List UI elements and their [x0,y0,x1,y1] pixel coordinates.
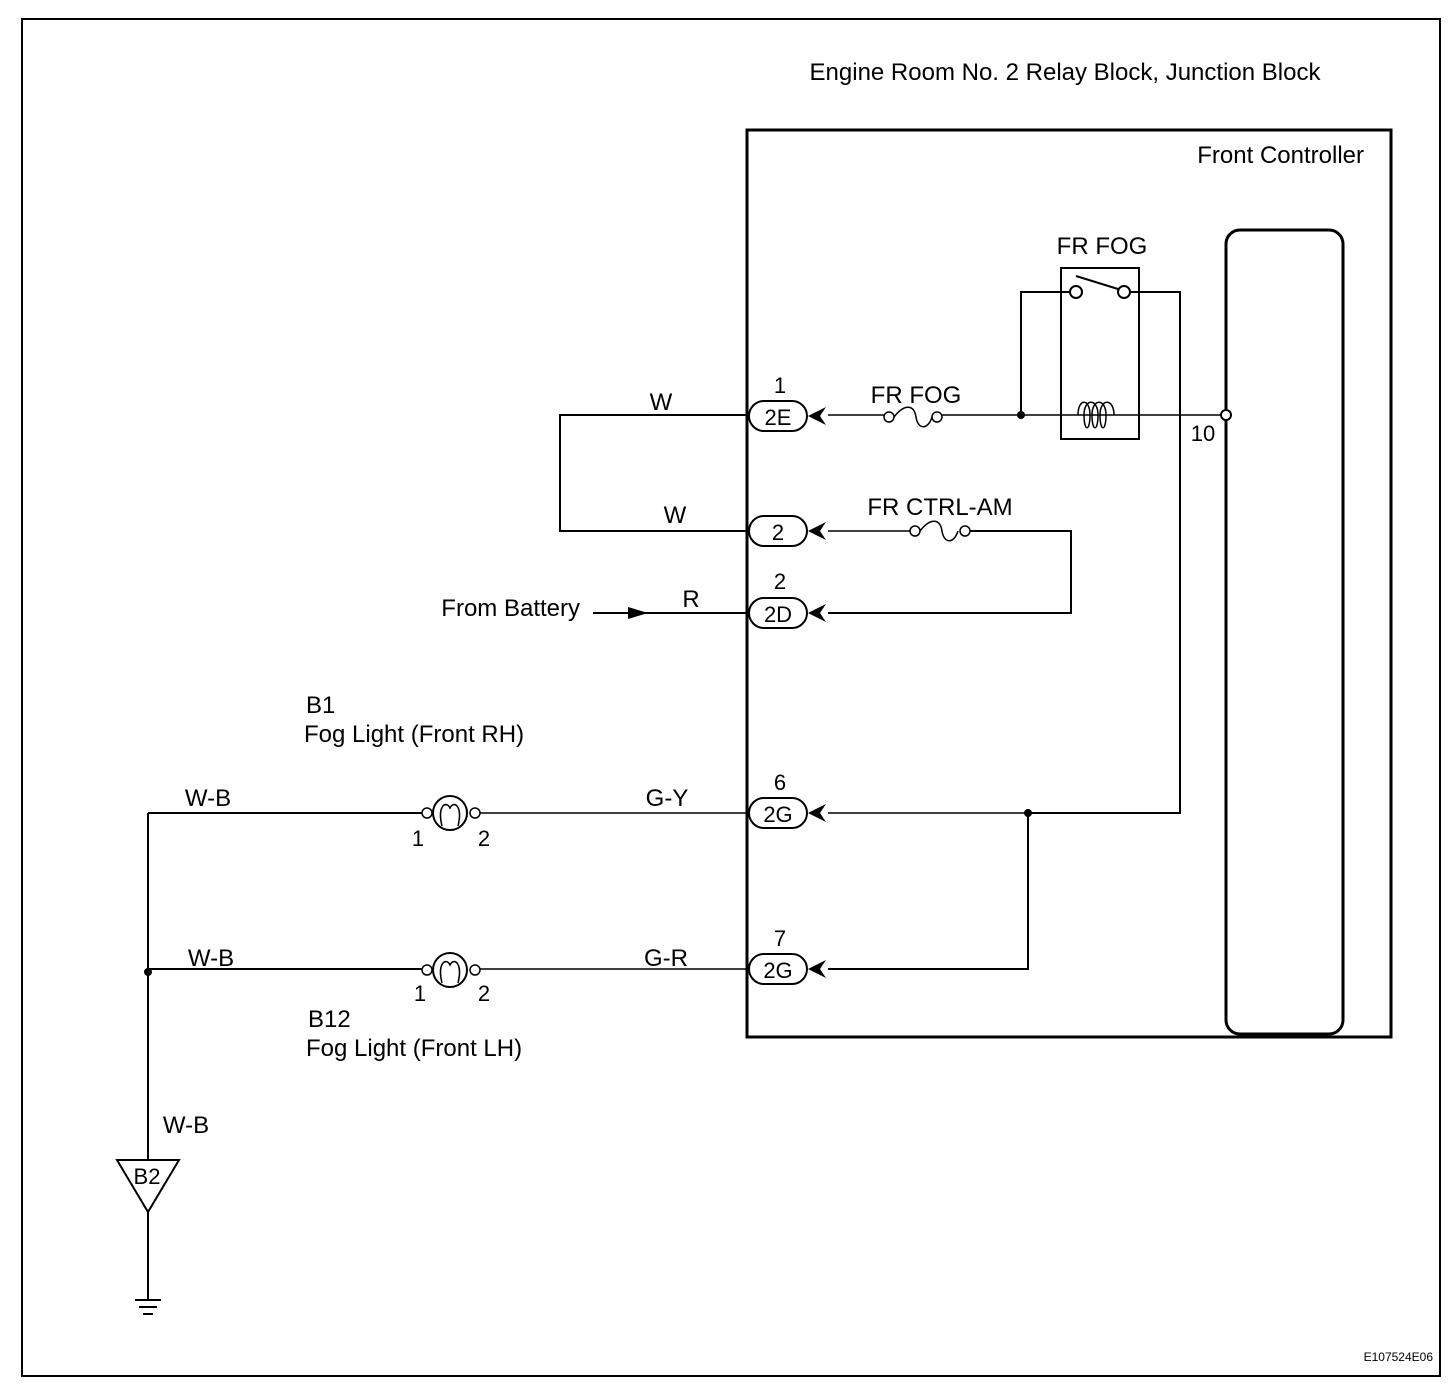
wire-wb-ground-label: W-B [163,1112,209,1139]
fog-lh-pin-left: 1 [414,981,426,1006]
relay-switch-arm [1075,275,1119,290]
fog-rh-name: Fog Light (Front RH) [304,721,524,748]
ground-point-b2 [115,1159,181,1214]
fuse-fr-ctrl-am-label: FR CTRL-AM [867,494,1012,521]
connector-2g-6-terminal [808,804,826,822]
junction-dot-g [1024,809,1032,817]
fog-light-lh-bulb-icon [421,952,481,988]
wire-gr-label: G-R [644,945,688,972]
controller-terminal [1220,409,1232,421]
fuse-ctrl-am-end-left [909,525,921,537]
fuse-fr-fog-element [893,406,933,428]
fog-lh-pin-right: 2 [478,981,490,1006]
relay-contact-right [1117,285,1131,299]
ground-icon [135,1299,161,1315]
connector-2g-6-pin: 6 [774,770,786,795]
fuse-fr-fog-end-left [883,411,895,423]
controller-terminal-label: 10 [1191,421,1215,446]
front-controller-label: Front Controller [1197,142,1364,169]
wire-ctrl-am-to-battery [828,530,1072,614]
fog-light-rh-bulb-icon [421,795,481,831]
connector-2g-7-code: 2G [763,958,792,983]
fog-rh-pin-right: 2 [478,826,490,851]
fog-rh-code: B1 [306,692,335,719]
connector-2e-pin: 1 [774,373,786,398]
from-battery-label: From Battery [441,595,580,622]
wire-w-top-label: W [650,389,673,416]
fog-lh-code: B12 [308,1006,351,1033]
connector-2d-pin: 2 [774,569,786,594]
connector-2g-7-terminal [808,960,826,978]
connector-2e: 1 2E [748,373,826,432]
fuse-fr-fog-end-right [931,411,943,423]
block-title: Engine Room No. 2 Relay Block, Junction … [810,59,1322,86]
battery-arrow-icon [628,607,648,619]
fuse-fr-fog-label: FR FOG [871,382,962,409]
wire-relay-contact-feed [1020,291,1070,415]
relay-contact-left [1069,285,1083,299]
connector-2g-7-pin: 7 [774,926,786,951]
connector-2: 2 [748,515,826,547]
connector-2d: 2 2D [748,569,826,629]
wire-r-label: R [682,586,699,613]
connector-2d-terminal [808,604,826,622]
connector-2g-7: 7 2G [748,926,826,985]
connector-2e-terminal [808,407,826,425]
connector-2g-6-code: 2G [763,802,792,827]
wire-relay-output [1028,291,1181,814]
page-frame [21,18,1441,1377]
connector-2e-code: 2E [765,405,792,430]
relay-box [1060,267,1140,440]
wire-gy-label: G-Y [646,785,689,812]
junction-block-box [745,128,1393,1039]
wire-w-loop [559,414,749,532]
wire-wb-lh-label: W-B [188,945,234,972]
fog-lh-name: Fog Light (Front LH) [306,1035,522,1062]
connector-2-code: 2 [772,520,784,545]
wire-wb-rh-label: W-B [185,785,231,812]
relay-coil [1077,401,1115,429]
connector-2d-code: 2D [764,602,792,627]
fuse-ctrl-am-end-right [959,525,971,537]
ground-point-code: B2 [134,1164,161,1189]
connector-2g-6: 6 2G [748,770,826,829]
relay-label: FR FOG [1057,233,1148,260]
fuse-ctrl-am-element [919,520,959,542]
front-controller [1224,228,1345,1036]
figure-code: E107524E06 [1364,1350,1434,1364]
fog-rh-pin-left: 1 [412,826,424,851]
wire-2g7-inside [828,813,1029,970]
connector-2-terminal [808,522,826,540]
wire-w-mid-label: W [664,502,687,529]
junction-dot-ground [144,968,152,976]
